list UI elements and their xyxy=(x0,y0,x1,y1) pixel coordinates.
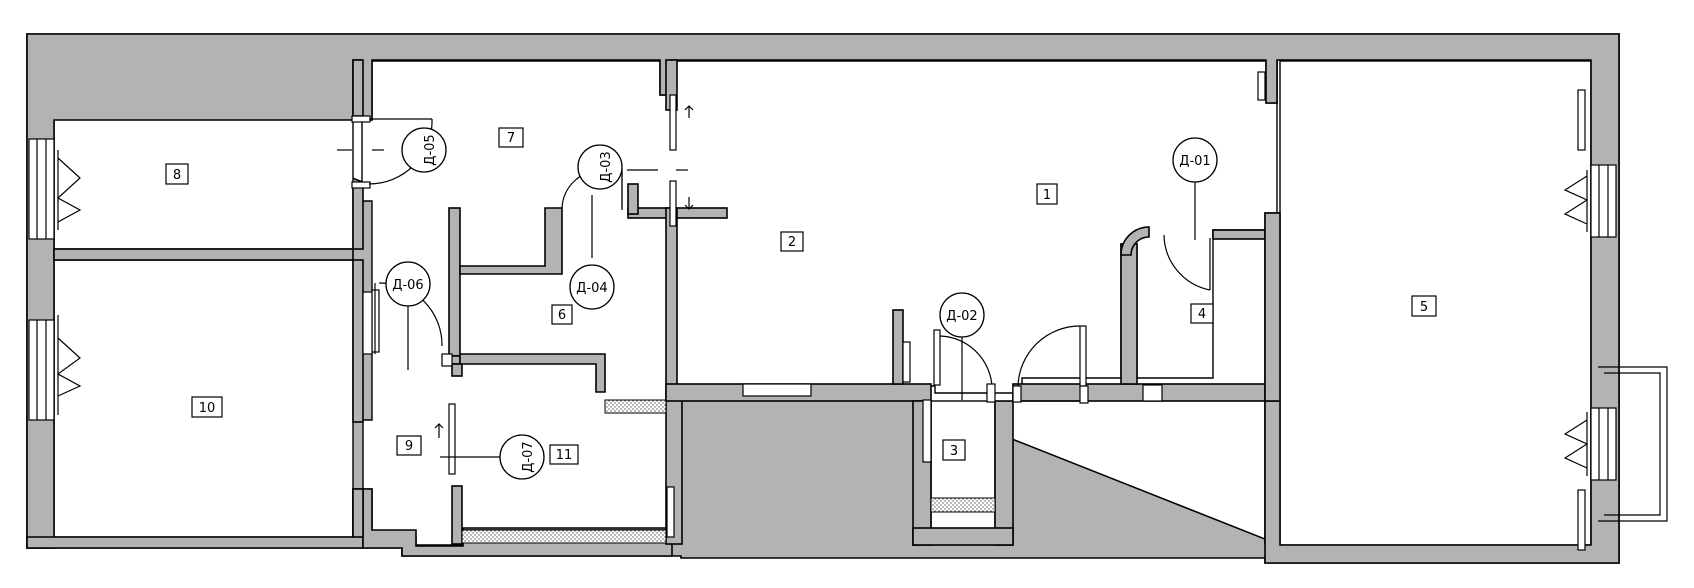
room-label-7: 7 xyxy=(498,127,524,148)
room-label-1: 1 xyxy=(1036,183,1058,205)
wall-9-11 xyxy=(451,363,463,377)
room-label-5: 5 xyxy=(1411,295,1437,317)
room-label-11-text: 11 xyxy=(556,448,573,463)
room-label-3-text: 3 xyxy=(950,444,958,459)
door-tag-d07: Д-07 xyxy=(499,434,545,480)
wall-8-10 xyxy=(53,248,354,261)
wall-6-11 xyxy=(459,353,606,393)
wall-1-5 xyxy=(1264,212,1281,402)
hatch-3 xyxy=(930,497,996,513)
wall-6-top-c xyxy=(627,183,639,215)
door-tag-d01-text: Д-01 xyxy=(1179,154,1210,169)
room-label-9-text: 9 xyxy=(405,439,413,454)
door-tag-d06-text: Д-06 xyxy=(392,278,423,293)
wall-6-left xyxy=(448,207,461,357)
room-label-2: 2 xyxy=(780,231,804,252)
wall-10-9 xyxy=(352,259,364,423)
wall-10-9-low xyxy=(352,488,364,538)
balcony xyxy=(1598,366,1668,522)
door-tag-d02-text: Д-02 xyxy=(946,309,977,324)
room-label-1-text: 1 xyxy=(1043,188,1051,203)
room-label-6: 6 xyxy=(551,304,573,325)
room-label-4-text: 4 xyxy=(1198,307,1206,322)
room-label-7-text: 7 xyxy=(507,131,515,146)
wall-8-7-lower xyxy=(352,185,364,250)
room-label-8-text: 8 xyxy=(173,168,181,183)
room-label-10-text: 10 xyxy=(199,401,216,416)
door-tag-d05-text: Д-05 xyxy=(423,134,438,165)
doors xyxy=(337,94,1211,475)
door-tag-d04: Д-04 xyxy=(569,264,615,310)
room-label-6-text: 6 xyxy=(558,308,566,323)
room-label-8: 8 xyxy=(165,163,189,185)
door-tag-d04-text: Д-04 xyxy=(576,281,607,296)
door-tag-d03-text: Д-03 xyxy=(599,151,614,182)
wall-2-stub xyxy=(892,309,904,385)
wall-4-curve xyxy=(1120,226,1150,256)
door-tag-d03: Д-03 xyxy=(577,144,623,190)
door-tag-d05: Д-05 xyxy=(401,127,447,173)
room-label-10: 10 xyxy=(191,396,223,418)
room-label-11: 11 xyxy=(549,444,579,465)
wall-8-7-upper xyxy=(352,59,364,117)
wall-3-bottom xyxy=(912,527,1014,546)
room-label-4: 4 xyxy=(1190,303,1214,324)
hatch-11 xyxy=(461,529,667,544)
room-label-5-text: 5 xyxy=(1420,300,1428,315)
door-tag-d07-text: Д-07 xyxy=(521,441,536,472)
tag-leaders xyxy=(407,177,1196,458)
room-label-2-text: 2 xyxy=(788,235,796,250)
wall-4-left xyxy=(1120,243,1138,385)
room-label-9: 9 xyxy=(396,435,422,456)
wall-11-left xyxy=(451,485,463,545)
room-label-3: 3 xyxy=(942,439,966,461)
balcony-inner xyxy=(1604,372,1661,516)
wall-3-top-right xyxy=(1012,383,1084,402)
door-tag-d01: Д-01 xyxy=(1172,137,1218,183)
wall-3-right xyxy=(994,400,1014,546)
wall-6-right xyxy=(665,207,678,395)
wall-4-top-right xyxy=(1212,229,1266,240)
door-tag-d02: Д-02 xyxy=(939,292,985,338)
wall-4-bottom xyxy=(1082,383,1266,402)
door-tag-d06: Д-06 xyxy=(385,261,431,307)
hatch-6 xyxy=(604,399,667,414)
